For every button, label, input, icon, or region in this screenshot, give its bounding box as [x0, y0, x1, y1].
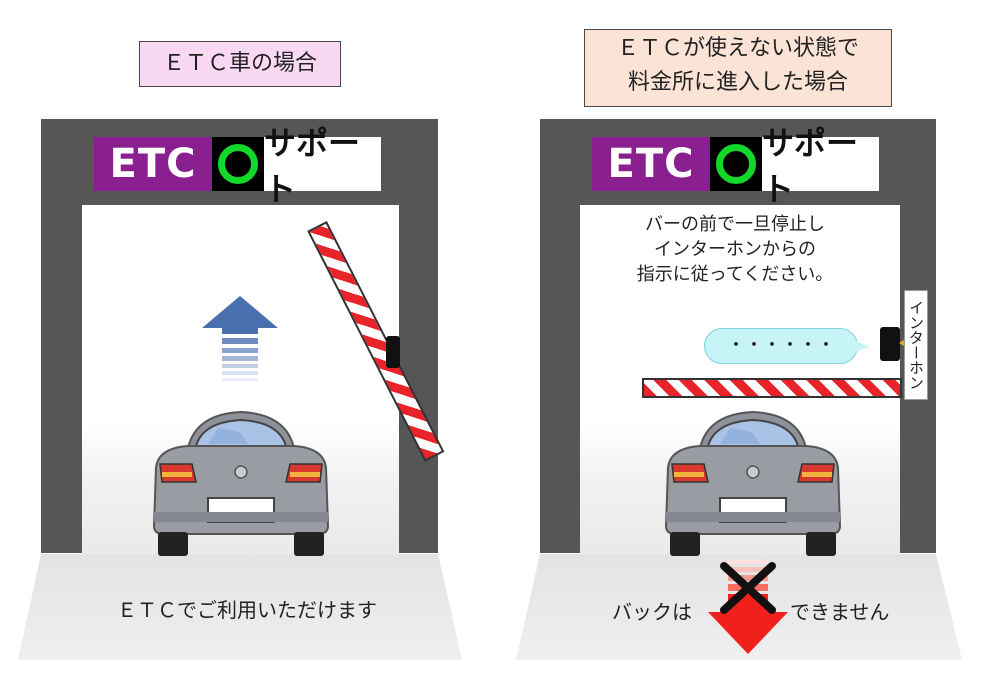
left-sign-support: サポート [264, 124, 361, 208]
right-title-line1: ＥＴＣが使えない状態で [616, 36, 859, 61]
go-forward-up-arrow-icon [202, 296, 278, 381]
right-sign-support: サポート [762, 124, 859, 208]
right-ok-circle-icon [710, 137, 762, 191]
right-title-line2: 料金所に進入した場合 [627, 70, 848, 95]
right-etc-support-sign: ETC サポート [592, 124, 879, 208]
intercom-pointer [899, 338, 907, 348]
left-floor [18, 554, 462, 660]
message-line2: インターホンからの [654, 239, 816, 260]
left-car [152, 410, 330, 556]
message-line3: 指示に従ってください。 [636, 264, 834, 285]
message-line1: バーの前で一旦停止し [645, 214, 825, 235]
right-sign-etc: ETC [592, 137, 710, 191]
right-floor-text-left: バックは [612, 600, 692, 624]
right-car [664, 410, 842, 556]
left-etc-support-sign: ETC サポート [94, 124, 381, 208]
right-floor-text-right: できません [790, 600, 890, 624]
intercom-speech-bubble: ・・・・・・ [704, 328, 858, 364]
right-instruction-message: バーの前で一旦停止し インターホンからの 指示に従ってください。 [600, 212, 870, 287]
intercom-label: インターホン [904, 290, 928, 400]
intercom-device [880, 327, 900, 361]
left-title-text: ＥＴＣ車の場合 [162, 51, 317, 76]
prohibit-cross-icon [720, 562, 776, 614]
bubble-tail [852, 339, 870, 353]
left-bar-mount [386, 336, 400, 368]
left-panel-title: ＥＴＣ車の場合 [139, 41, 341, 87]
left-floor-text: ＥＴＣでご利用いただけます [117, 598, 377, 622]
left-ok-circle-icon [212, 137, 264, 191]
bubble-text: ・・・・・・ [727, 335, 835, 356]
right-panel-title: ＥＴＣが使えない状態で 料金所に進入した場合 [584, 29, 892, 107]
right-lowered-bar [642, 378, 902, 398]
left-sign-etc: ETC [94, 137, 212, 191]
